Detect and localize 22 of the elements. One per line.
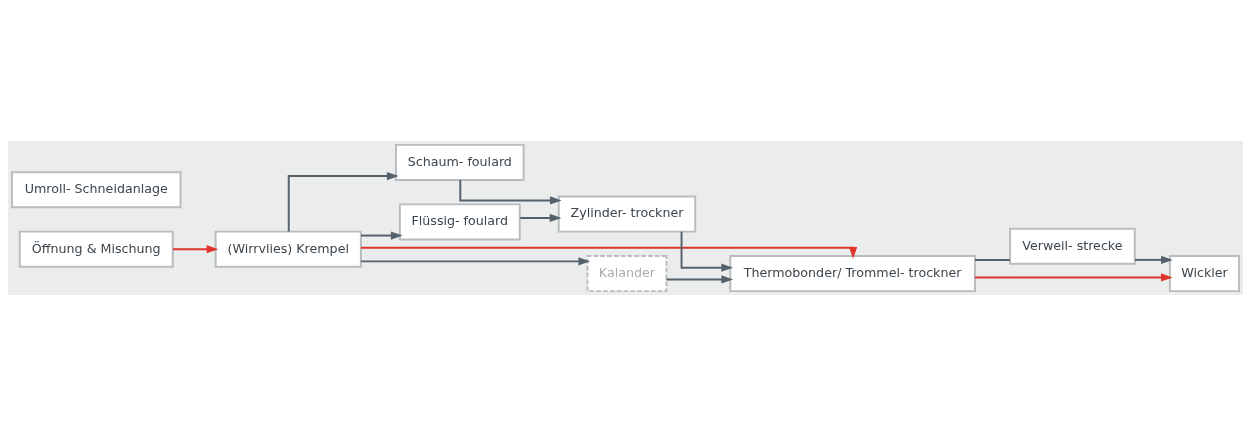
node-box: Zylinder- trockner [557, 195, 697, 233]
arrow [519, 213, 562, 223]
arrow [172, 245, 219, 254]
arrow [459, 179, 562, 205]
node-box: Wickler [1168, 255, 1241, 293]
arrow [665, 275, 734, 284]
arrow [680, 230, 734, 272]
node-box: Flüssig- foulard [398, 203, 521, 241]
node-box: Thermobonder/ Trommel- trockner [729, 255, 976, 293]
node-box: Schaum- foulard [395, 143, 525, 181]
arrow [360, 231, 403, 240]
arrow [1133, 255, 1173, 264]
node-box: Verweil- strecke [1009, 227, 1136, 265]
arrow [359, 257, 591, 266]
node-box: Kalander [586, 255, 668, 293]
node-box: Umroll- Schneidanlage [10, 171, 182, 209]
connector [974, 258, 1011, 261]
arrow [359, 246, 858, 259]
node-box: Öffnung & Mischung [18, 230, 174, 268]
node-box: (Wirrvlies) Krempel [214, 230, 362, 268]
arrow [973, 273, 1173, 282]
arrow [287, 172, 399, 233]
